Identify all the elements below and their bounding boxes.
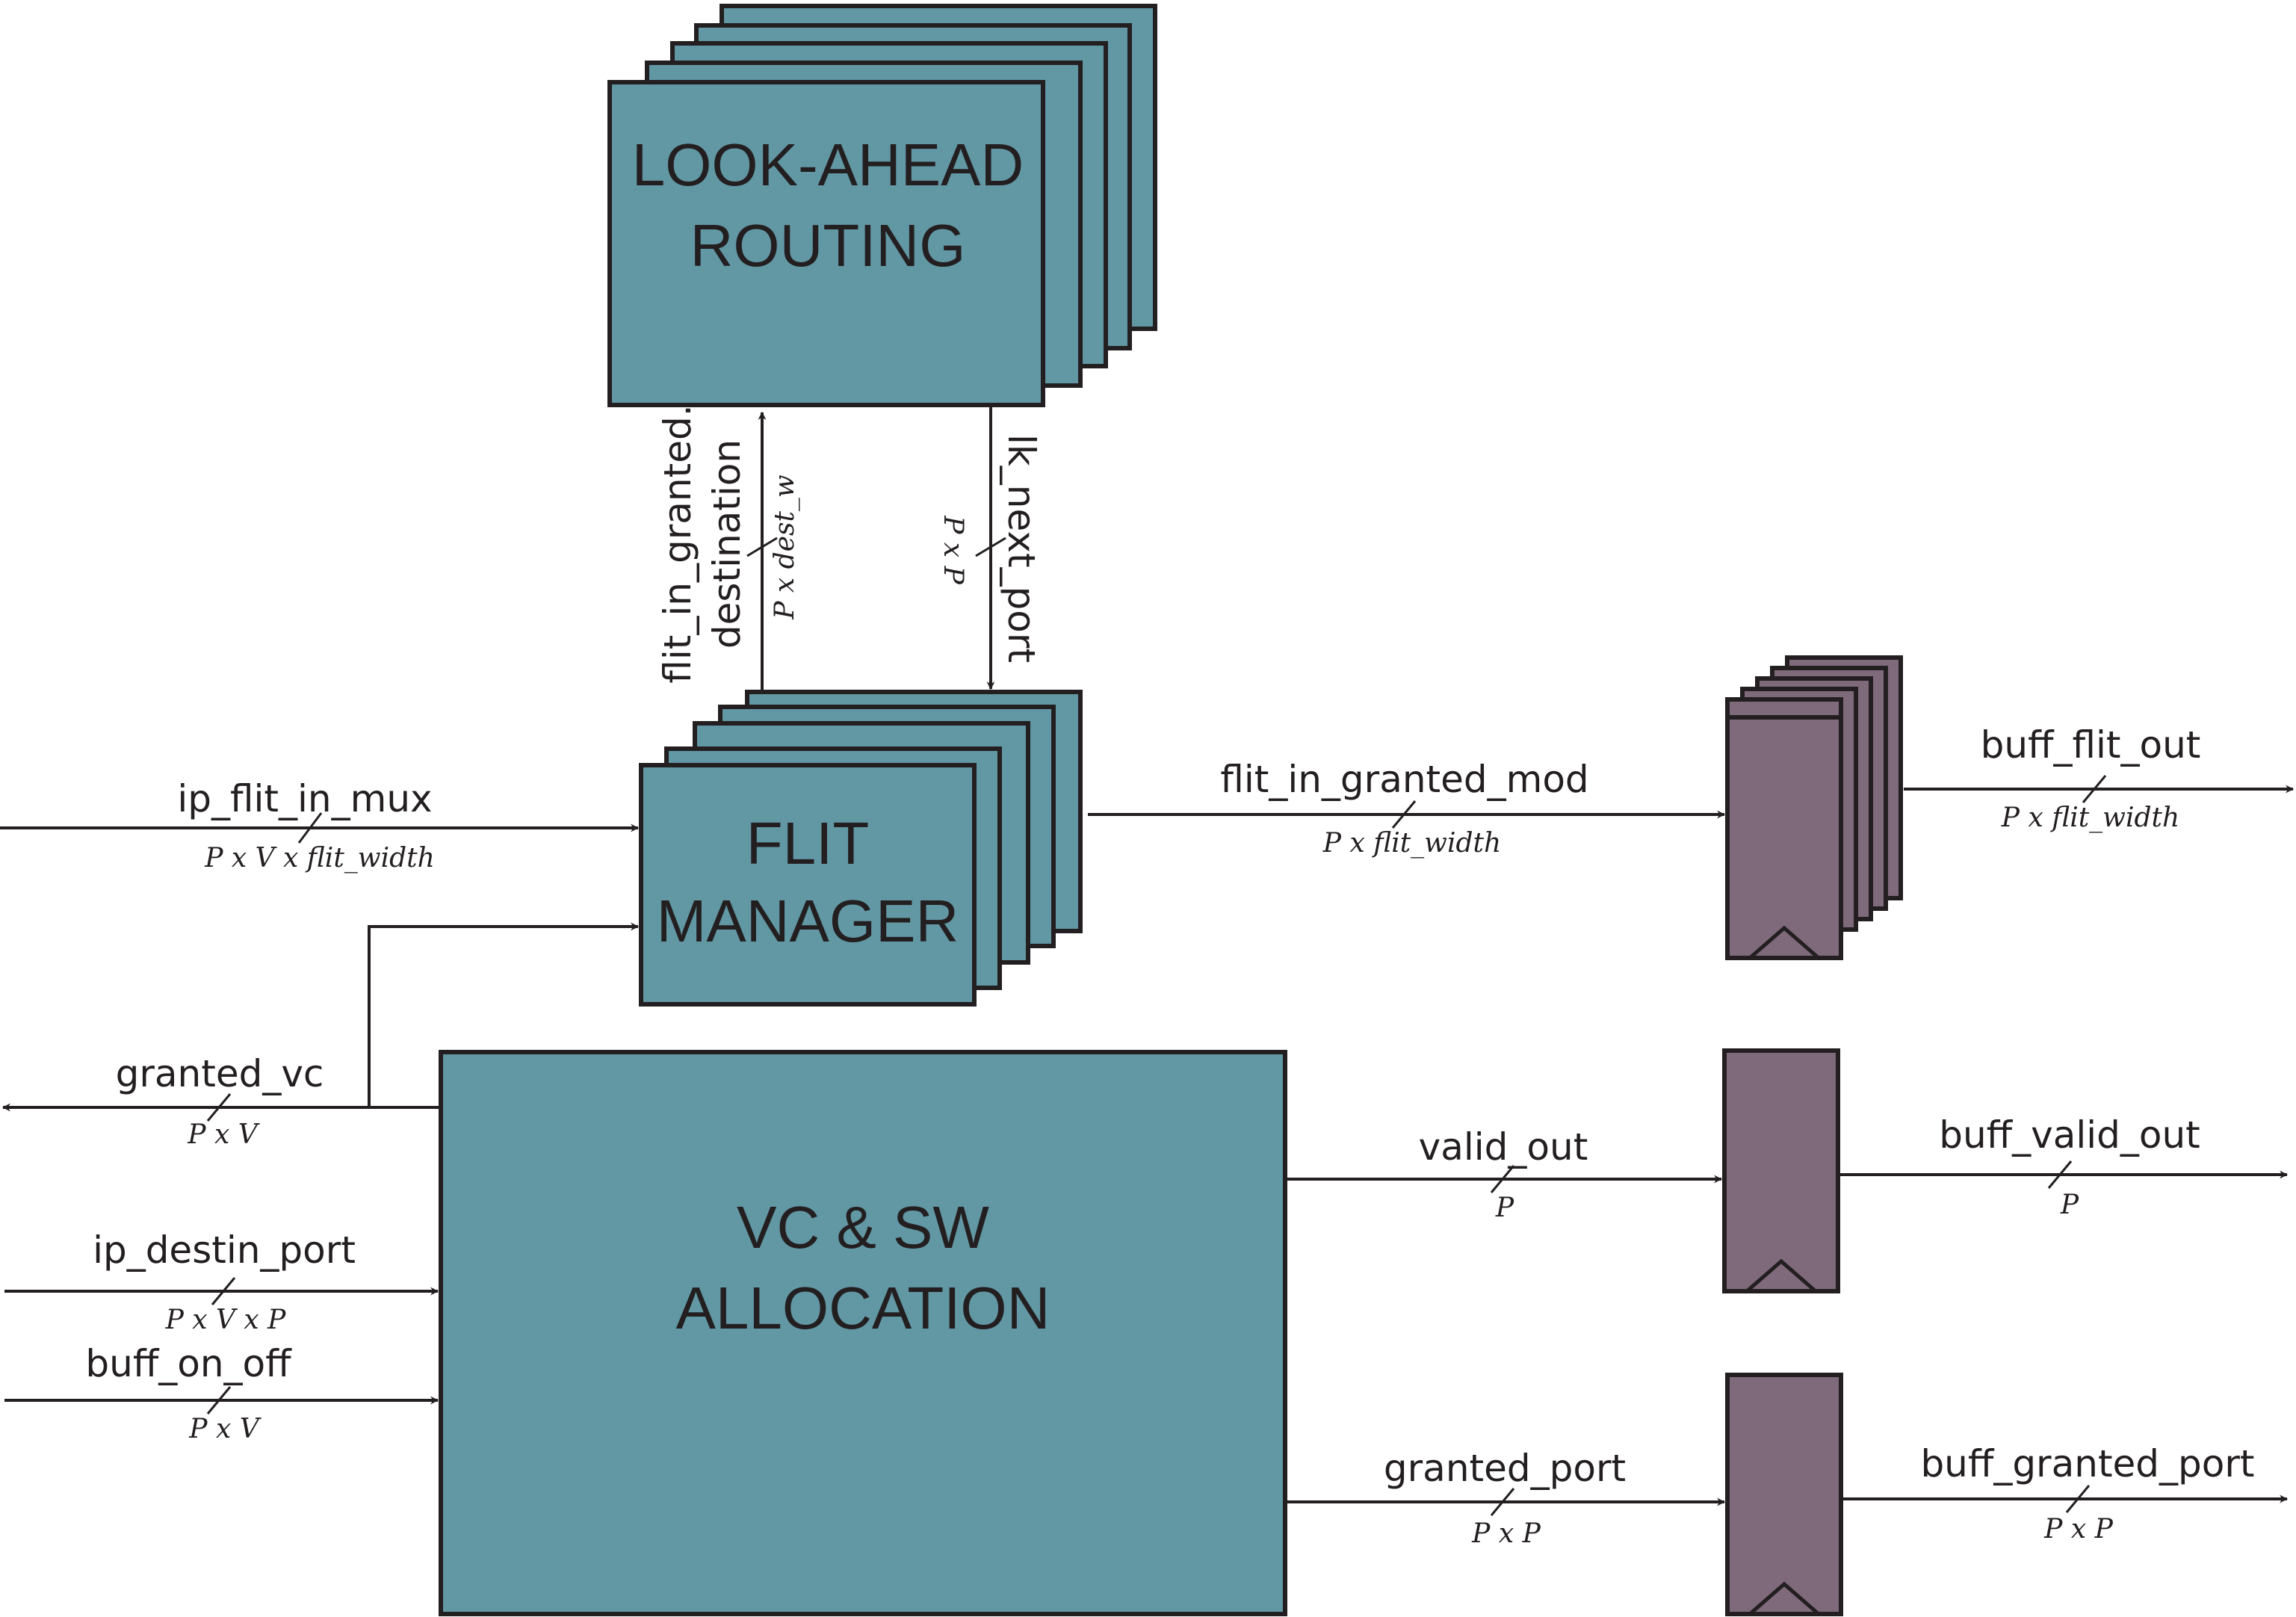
flit-in-granted-mod-label: flit_in_granted_mod <box>1220 758 1588 801</box>
look-ahead-routing-stack: LOOK-AHEAD ROUTING <box>607 4 1157 407</box>
flit-output-register-stack <box>1725 655 1903 960</box>
valid-register <box>1722 1048 1840 1293</box>
bus-width-tick <box>2082 775 2107 803</box>
vc-sw-allocation-block <box>439 1050 1287 1616</box>
lk-next-port-label: lk_next_port <box>1000 434 1043 663</box>
clock-edge-icon <box>1748 925 1820 959</box>
flit-manager-label-line2: MANAGER <box>657 888 959 954</box>
granted-port-output-register <box>1725 1373 1843 1616</box>
granted-vc-width: P x V <box>187 1119 260 1150</box>
routing-label-line1: LOOK-AHEAD <box>632 132 1024 198</box>
bus-width-tick <box>206 1386 232 1415</box>
buff-valid-out-label: buff_valid_out <box>1939 1113 2200 1157</box>
granted-vc-to-flit-manager-wire <box>368 922 640 1107</box>
flit-manager-block <box>639 763 977 1007</box>
wires <box>0 405 2295 1516</box>
valid-out-label: valid_out <box>1419 1125 1588 1169</box>
buff-on-off-width: P x V <box>188 1414 262 1444</box>
lk-next-port-width: P x P <box>938 515 968 584</box>
buff-flit-out-width: P x flit_width <box>2001 803 2179 833</box>
routing-label-line2: ROUTING <box>690 212 966 279</box>
buff-valid-out-width: P <box>2060 1190 2079 1220</box>
bus-width-tick <box>975 537 1006 557</box>
ip-flit-in-mux-label: ip_flit_in_mux <box>177 777 432 820</box>
look-ahead-routing-block <box>607 80 1045 407</box>
flit-in-granted-destination-label-line2: destination <box>705 439 749 649</box>
granted-port-label: granted_port <box>1384 1447 1626 1490</box>
bus-width-tick <box>211 1277 236 1305</box>
buff-granted-port-label: buff_granted_port <box>1920 1442 2254 1485</box>
bus-width-tick <box>1391 800 1417 829</box>
granted-port-register <box>1725 1373 1843 1616</box>
bus-width-tick <box>1490 1488 1515 1516</box>
bus-width-tick <box>297 812 323 844</box>
valid-output-register <box>1722 1048 1840 1293</box>
bus-width-tick <box>746 537 778 557</box>
bus-width-tick <box>2047 1160 2073 1189</box>
allocation-label-line2: ALLOCATION <box>676 1275 1050 1341</box>
flit-output-register <box>1725 715 1843 960</box>
granted-port-width: P x P <box>1471 1518 1541 1549</box>
flit-in-granted-mod-width: P x flit_width <box>1322 828 1501 859</box>
flit-manager-stack: FLIT MANAGER <box>639 690 1083 1007</box>
buff-on-off-label: buff_on_off <box>85 1342 292 1385</box>
vc-sw-allocation: VC & SW ALLOCATION <box>439 1050 1287 1616</box>
bus-width-tick <box>1490 1165 1515 1193</box>
flit-in-granted-destination-width: P x dest_w <box>770 474 800 620</box>
clock-edge-icon <box>1748 1581 1820 1616</box>
ip-destin-port-width: P x V x P <box>165 1305 287 1335</box>
granted-vc-label: granted_vc <box>116 1052 324 1095</box>
clock-edge-icon <box>1745 1258 1817 1293</box>
buff-flit-out-label: buff_flit_out <box>1981 723 2201 767</box>
signal-labels: ip_flit_in_mux P x V x flit_width flit_i… <box>85 404 2254 1549</box>
ip-flit-in-mux-width: P x V x flit_width <box>204 843 435 874</box>
flit-in-granted-destination-label-line1: flit_in_granted. <box>656 404 699 683</box>
ip-destin-port-label: ip_destin_port <box>93 1228 356 1272</box>
buff-granted-port-width: P x P <box>2043 1514 2113 1545</box>
valid-out-width: P <box>1495 1193 1514 1223</box>
flit-manager-label-line1: FLIT <box>746 810 869 876</box>
bus-width-tick <box>2065 1485 2091 1513</box>
allocation-label-line1: VC & SW <box>737 1194 989 1261</box>
bus-width-tick <box>206 1093 232 1122</box>
